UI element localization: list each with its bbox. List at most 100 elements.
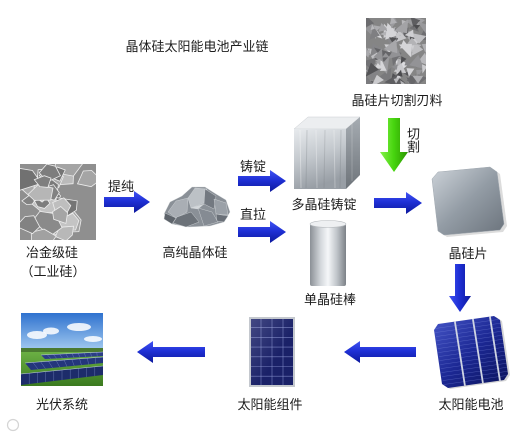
to-wafer-arrow <box>374 192 422 214</box>
wafer-to-cell-arrow <box>449 264 471 312</box>
cell-body <box>434 316 508 388</box>
metallurgical-silicon-sublabel: （工业硅） <box>20 265 86 280</box>
panel-grid-line <box>47 354 51 359</box>
cloud <box>43 327 59 335</box>
casting-arrow-shape <box>238 170 286 192</box>
blade-crystal-facet <box>409 32 426 44</box>
rod-top <box>309 220 347 228</box>
cell-to-module-arrow-shape <box>344 341 416 363</box>
lump-facet <box>215 213 229 223</box>
silicon-lumps-icon <box>163 186 231 228</box>
purification-arrow <box>104 191 150 213</box>
ingot-streak <box>323 129 326 189</box>
czochralski-arrow <box>238 221 286 243</box>
panel-row-far <box>41 352 103 359</box>
silicon-flake <box>27 184 54 201</box>
ingot-front-face <box>294 129 346 189</box>
blade-crystal-facet <box>413 24 421 30</box>
silicon-flake <box>20 215 41 235</box>
abrasive-crystals-icon <box>366 18 426 84</box>
silicon-ingot-cube-icon <box>293 116 361 189</box>
purification-arrow-shape <box>104 191 150 213</box>
watermark-logo-icon <box>6 418 20 432</box>
solar-farm-icon <box>21 313 103 386</box>
panel-grid-line <box>87 358 89 365</box>
panel-grid-line <box>65 353 69 358</box>
blade-crystal-facet <box>375 58 381 66</box>
multicrystalline-ingot-label: 多晶硅铸锭 <box>291 198 357 213</box>
cell-finger-line <box>441 360 508 373</box>
blade-crystal-facet <box>366 75 373 84</box>
czochralski-arrow-shape <box>238 221 286 243</box>
cutting-arrow-shape <box>380 118 408 172</box>
silicon-flake <box>52 205 69 224</box>
blade-crystal-facet <box>393 19 409 34</box>
cell-busbar <box>452 316 467 388</box>
lump-facet <box>203 188 217 210</box>
blade-crystal-facet <box>410 18 421 28</box>
ingot-streak <box>333 129 336 189</box>
cell-finger-line <box>442 364 508 377</box>
blade-crystal-facet <box>422 64 426 74</box>
blade-crystal-facet <box>374 47 392 62</box>
cloud <box>27 331 47 339</box>
blade-crystal-facet <box>421 43 426 53</box>
cell-to-module-arrow <box>344 341 416 363</box>
lump-facet <box>163 212 177 225</box>
diagram-title: 晶体硅太阳能电池产业链 <box>125 40 269 55</box>
blade-crystal-facet <box>370 24 375 31</box>
blade-crystal-facet <box>366 62 379 77</box>
cutting-arrow <box>380 118 408 172</box>
module-to-system-arrow <box>137 341 205 363</box>
blade-crystal-facet <box>373 48 383 62</box>
purification-arrow-label: 提纯 <box>108 180 135 195</box>
panel-grid-line <box>84 352 86 357</box>
metallurgical-silicon-label: 冶金级硅 <box>25 246 78 261</box>
solar-module-label: 太阳能组件 <box>237 398 303 413</box>
blade-crystal-facet <box>412 75 424 84</box>
blade-crystal-texture <box>366 18 426 84</box>
silicon-rod-icon <box>309 220 347 286</box>
ingot-streak <box>305 129 308 189</box>
ingot-streak <box>315 129 318 189</box>
silicon-flake <box>30 228 57 240</box>
solar-panel-icon <box>249 317 295 387</box>
blade-crystal-facet <box>378 23 388 32</box>
silicon-wafer-label: 晶硅片 <box>448 247 488 262</box>
panel-grid-line <box>71 359 75 366</box>
panel-grid-line <box>63 359 68 367</box>
silicon-flake <box>20 168 43 191</box>
ingot-streak <box>339 129 342 189</box>
silicon-flake <box>76 170 96 188</box>
blade-crystal-facet <box>406 68 415 77</box>
blade-crystal-facet <box>395 31 401 40</box>
blade-crystal-facet <box>396 69 403 77</box>
blade-crystal-facet <box>398 43 412 58</box>
lump-facet <box>197 207 219 227</box>
blade-crystal-facet <box>383 39 398 54</box>
ingot-streak <box>299 129 302 189</box>
wafer-to-cell-arrow-shape <box>449 264 471 312</box>
solar-cell-icon <box>434 316 510 389</box>
wafer-body <box>431 166 505 236</box>
cutting-blade-material-label: 晶硅片切割刃料 <box>351 94 443 109</box>
panel-grid-line <box>48 361 53 369</box>
silicon-wafer-icon <box>431 166 507 237</box>
cell-busbar <box>470 316 485 388</box>
blade-crystal-facet <box>409 74 419 84</box>
blade-crystal-facet <box>411 43 424 56</box>
module-sheen <box>251 319 293 385</box>
cloud <box>67 323 91 331</box>
watermark-circle <box>6 418 20 432</box>
blade-crystal-facet <box>393 77 400 84</box>
cloud <box>84 336 102 342</box>
silicon-flakes-icon <box>20 164 96 240</box>
panel-grid-lines <box>21 351 103 384</box>
cell-finger-line <box>443 372 508 385</box>
panel-grid-line <box>32 362 39 370</box>
blade-crystal-facet <box>405 37 418 47</box>
silicon-flake-texture <box>20 164 96 240</box>
blade-crystal-facet <box>373 25 382 32</box>
blade-crystal-facet <box>404 29 414 38</box>
